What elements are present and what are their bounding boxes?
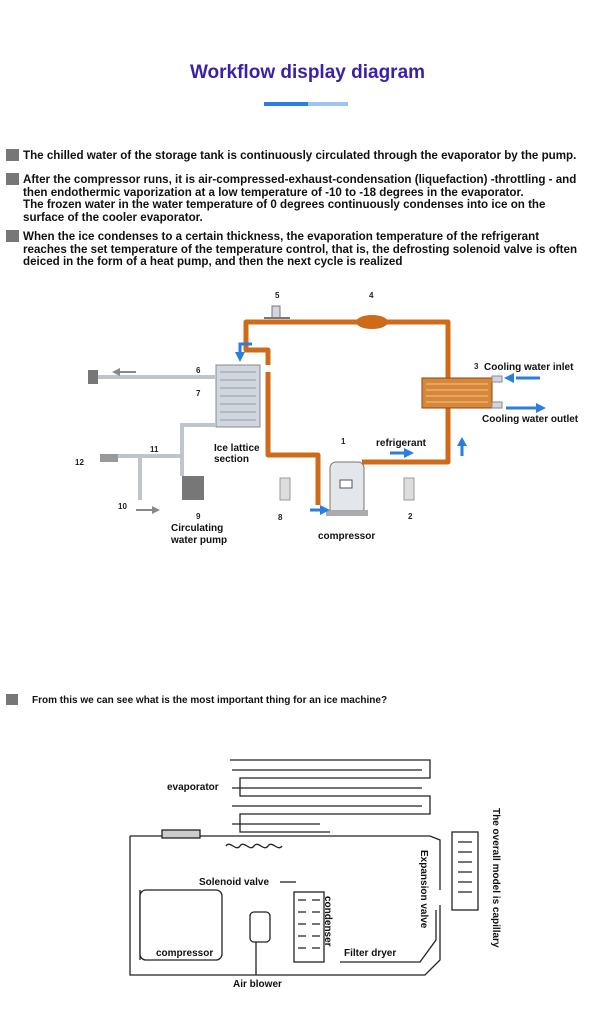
page-title: Workflow display diagram <box>189 62 426 83</box>
marker-5: 5 <box>275 291 280 300</box>
refrigerant-label: refrigerant <box>376 438 427 449</box>
bullet-square-icon <box>6 694 18 705</box>
paragraph-2: After the compressor runs, it is air-com… <box>6 173 611 224</box>
paragraph-2-line-2: then endothermic vaporization at a low t… <box>23 185 524 199</box>
marker-6: 6 <box>196 366 201 375</box>
paragraph-3: When the ice condenses to a certain thic… <box>6 230 611 269</box>
ice-lattice-evaporator <box>215 364 261 428</box>
marker-4: 4 <box>369 291 374 300</box>
paragraph-2-line-4: surface of the cooler evaporator. <box>23 210 203 224</box>
title-underline-light <box>308 102 348 106</box>
bullet-square-icon <box>6 230 19 242</box>
marker-7: 7 <box>196 389 201 398</box>
marker-2: 2 <box>408 512 413 521</box>
paragraph-2-line-1: After the compressor runs, it is air-com… <box>23 173 577 186</box>
inlet-valve-shape <box>88 370 98 384</box>
marker-12: 12 <box>75 458 84 467</box>
paragraph-3-line-2: reaches the set temperature of the tempe… <box>23 242 578 256</box>
paragraph-1: The chilled water of the storage tank is… <box>6 149 611 163</box>
marker-9: 9 <box>196 512 201 521</box>
circulating-pump-shape <box>182 476 204 500</box>
bullet-square-icon <box>6 173 19 185</box>
compressor-label-2: compressor <box>156 948 214 959</box>
marker-8: 8 <box>278 513 283 522</box>
ice-lattice-label-line-1: Ice lattice <box>214 443 260 454</box>
marker-1: 1 <box>341 437 346 446</box>
cooling-water-inlet-label: Cooling water inlet <box>484 362 574 373</box>
pump-label-line-1: Circulating <box>171 523 224 534</box>
bullet-square-icon <box>6 149 19 161</box>
expansion-valve-shape <box>356 315 388 329</box>
condenser-unit <box>421 375 503 409</box>
refrigeration-schematic <box>129 759 479 976</box>
marker-11: 11 <box>150 445 159 454</box>
title-underline-dark <box>264 102 308 106</box>
expansion-valve-label: Expansion valve <box>418 850 429 929</box>
pump-label-line-2: water pump <box>171 535 228 546</box>
ice-lattice-label-line-2: section <box>214 454 250 465</box>
refrigerant-pipe-loop <box>243 319 451 505</box>
paragraph-3-line-3: deiced in the form of a heat pump, and t… <box>23 255 403 269</box>
cooling-water-outlet-label: Cooling water outlet <box>482 414 579 425</box>
gray-arrows <box>112 368 160 514</box>
condenser-label: condenser <box>322 896 333 947</box>
marker-10: 10 <box>118 502 127 511</box>
paragraph-3-line-1: When the ice condenses to a certain thic… <box>23 230 540 243</box>
marker-3: 3 <box>474 362 479 371</box>
capillary-note-label: The overall model is capillary <box>490 808 501 948</box>
pressure-gauge-left <box>279 477 291 501</box>
water-circuit <box>90 375 216 500</box>
evaporator-label: evaporator <box>167 782 219 793</box>
question-line: From this we can see what is the most im… <box>6 694 387 706</box>
air-blower-label: Air blower <box>233 979 282 990</box>
filter-dryer-label: Filter dryer <box>344 948 397 959</box>
solenoid-valve-label: Solenoid valve <box>199 877 270 888</box>
pressure-gauge-right <box>403 477 415 501</box>
paragraph-2-line-3: The frozen water in the water temperatur… <box>23 198 546 212</box>
question-text: From this we can see what is the most im… <box>32 695 388 706</box>
compressor-label: compressor <box>318 531 376 542</box>
solenoid-valve-shape <box>264 305 290 319</box>
compressor-shape <box>326 461 368 516</box>
flow-arrows <box>235 342 546 515</box>
paragraph-1-text: The chilled water of the storage tank is… <box>23 149 577 162</box>
float-valve-shape <box>100 454 118 462</box>
